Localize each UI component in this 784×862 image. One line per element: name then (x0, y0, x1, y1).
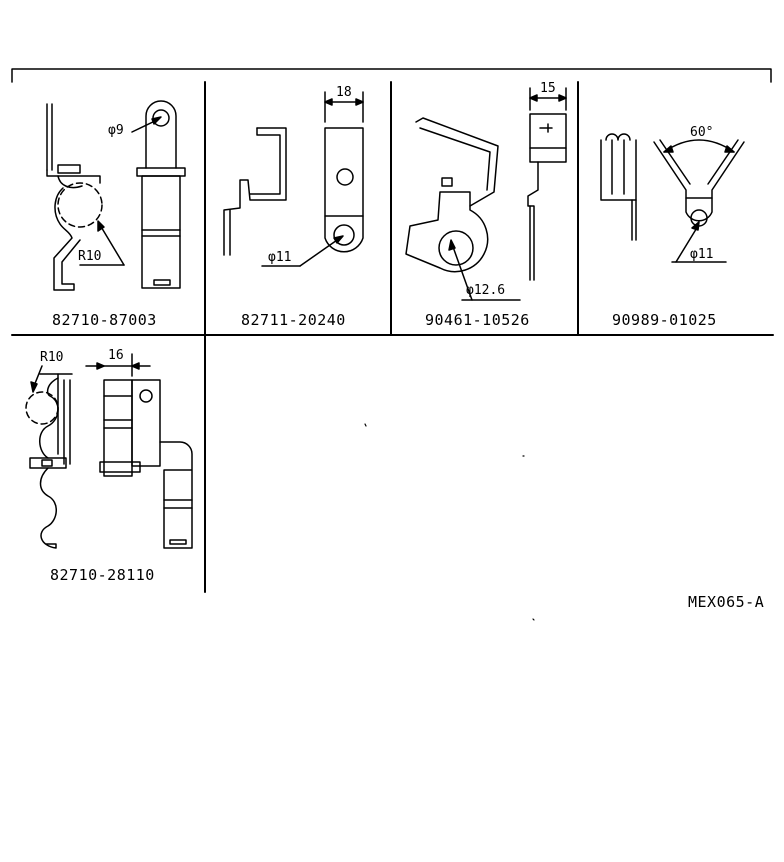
part-90989-01025-drawing (600, 133, 745, 263)
dim-label-radius-10: R10 (40, 350, 64, 365)
part-82710-87003-drawing (46, 100, 186, 291)
dim-label-diameter-11: φ11 (690, 247, 714, 262)
dim-label-diameter-12-6: φ12.6 (466, 283, 506, 298)
frame-lines (11, 68, 774, 593)
part-number-label: 90989-01025 (612, 311, 717, 329)
part-number-label: 82710-87003 (52, 311, 157, 329)
scan-specks (364, 423, 535, 621)
dim-label-diameter-9: φ9 (108, 123, 124, 138)
dim-label-width-16: 16 (108, 348, 124, 363)
part-90461-10526-drawing (405, 87, 567, 301)
part-number-label: 82711-20240 (241, 311, 346, 329)
diagram-code: MEX065-A (688, 593, 765, 611)
part-82710-28110-drawing (25, 353, 193, 549)
part-82711-20240-drawing (223, 91, 364, 267)
part-number-label: 90461-10526 (425, 311, 530, 329)
dim-label-diameter-11: φ11 (268, 250, 292, 265)
dim-label-width-15: 15 (540, 81, 556, 96)
part-number-label: 82710-28110 (50, 566, 155, 584)
dim-label-radius-10: R10 (78, 249, 102, 264)
dim-label-angle-60: 60° (690, 125, 714, 140)
dim-label-width-18: 18 (336, 85, 352, 100)
